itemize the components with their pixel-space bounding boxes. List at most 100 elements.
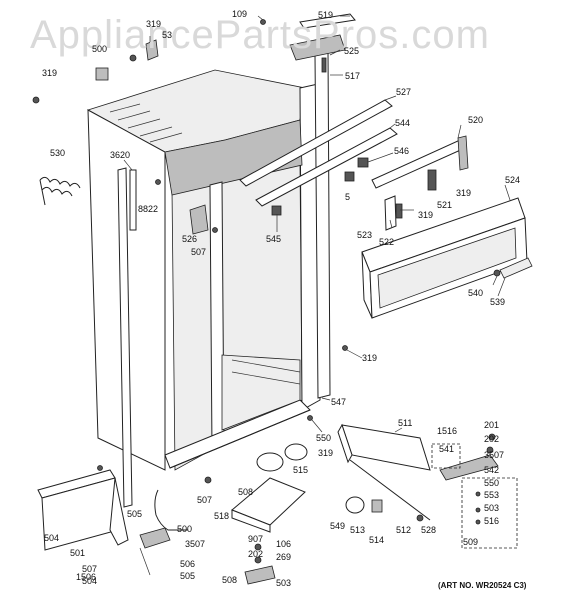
part-label: 3620 — [110, 150, 130, 160]
part-label: 500 — [177, 524, 192, 534]
part-label: 522 — [379, 237, 394, 247]
part-label: 109 — [232, 9, 247, 19]
part-label: 521 — [437, 200, 452, 210]
screw-319 — [342, 345, 348, 351]
screw-319-lower — [97, 465, 103, 471]
part-label: 506 — [180, 559, 195, 569]
small-parts-bottom — [244, 514, 424, 585]
part-label: 319 — [42, 68, 57, 78]
part-label: 513 — [350, 525, 365, 535]
rail-500 — [37, 469, 129, 551]
part-label: 527 — [396, 87, 411, 97]
part-label: 512 — [396, 525, 411, 535]
part-label: 524 — [505, 175, 520, 185]
part-label: 545 — [266, 234, 281, 244]
part-label: 550 — [316, 433, 331, 443]
cabinet-case — [86, 69, 321, 471]
handle-539 — [493, 257, 533, 279]
rail-544 — [255, 127, 398, 207]
part-label: 547 — [331, 397, 346, 407]
part-label: 3507 — [185, 539, 205, 549]
leader-lines — [123, 15, 511, 576]
screw-550 — [307, 415, 313, 421]
part-label: 526 — [182, 234, 197, 244]
part-label: 540 — [468, 288, 483, 298]
part-label: 503 — [484, 503, 499, 513]
part-label: 319 — [456, 188, 471, 198]
part-label: 202 — [248, 549, 263, 559]
part-label: 520 — [468, 115, 483, 125]
part-label: 501 — [70, 548, 85, 558]
hinge-506 — [139, 527, 171, 549]
part-label: 528 — [421, 525, 436, 535]
part-label: 530 — [50, 148, 65, 158]
part-label: 1516 — [437, 426, 457, 436]
part-553 — [204, 476, 212, 484]
part-label: 319 — [362, 353, 377, 363]
hinge-assembly — [431, 433, 518, 549]
part-label: 523 — [357, 230, 372, 240]
spring-530 — [39, 176, 81, 206]
part-label: 507 — [197, 495, 212, 505]
part-label: 515 — [293, 465, 308, 475]
part-label: 504 — [44, 533, 59, 543]
part-label: 541 — [439, 444, 454, 454]
small-parts-top — [32, 19, 266, 104]
part-label: 518 — [214, 511, 229, 521]
part-label: 1506 — [76, 572, 96, 582]
part-label: 319 — [318, 448, 333, 458]
part-label: 516 — [484, 516, 499, 526]
part-label: 507 — [82, 564, 97, 574]
part-label: 546 — [394, 146, 409, 156]
left-trim-strip — [117, 167, 133, 508]
part-label: 544 — [395, 118, 410, 128]
part-label: 500 — [92, 44, 107, 54]
strip-3620 — [129, 169, 161, 231]
part-label: 508 — [222, 575, 237, 585]
part-label: 509 — [463, 537, 478, 547]
watermark: AppliancePartsPros.com — [30, 13, 490, 57]
part-label: 3507 — [484, 450, 504, 460]
bracket-526 — [189, 204, 218, 235]
drain-pan-549 — [231, 477, 306, 533]
art-number: (ART NO. WR20524 C3) — [438, 581, 527, 590]
part-label: 202 — [484, 434, 499, 444]
part-label: 550 — [484, 478, 499, 488]
door-panel-524 — [361, 197, 528, 319]
fan-513 — [345, 496, 383, 514]
coil-542 — [256, 443, 308, 472]
top-bracket — [299, 13, 356, 29]
part-label: 504 — [82, 576, 97, 586]
part-label: 542 — [484, 465, 499, 475]
part-label: 539 — [490, 297, 505, 307]
part-label: 511 — [398, 418, 412, 428]
part-label: 8822 — [138, 204, 158, 214]
part-label: 507 — [191, 247, 206, 257]
part-label: 201 — [484, 420, 499, 430]
part-label: 505 — [127, 509, 142, 519]
part-label: 549 — [330, 521, 345, 531]
part-label: 525 — [344, 46, 359, 56]
part-label: 319 — [146, 19, 161, 29]
clips — [271, 157, 369, 216]
part-label: 503 — [276, 578, 291, 588]
part-label: 517 — [345, 71, 360, 81]
housing-511 — [337, 423, 431, 471]
part-label: 508 — [238, 487, 253, 497]
part-label: 106 — [276, 539, 291, 549]
trim-panel-520 — [371, 135, 469, 189]
part-label: 519 — [318, 10, 333, 20]
part-label: 5 — [345, 192, 350, 202]
part-label: 505 — [180, 571, 195, 581]
part-label: 319 — [418, 210, 433, 220]
part-label: 553 — [484, 490, 499, 500]
part-label: 907 — [248, 534, 263, 544]
part-label: 269 — [276, 552, 291, 562]
part-label: 514 — [369, 535, 384, 545]
rail-527 — [239, 99, 393, 187]
cord-528 — [349, 459, 431, 521]
part-label: 53 — [162, 30, 172, 40]
